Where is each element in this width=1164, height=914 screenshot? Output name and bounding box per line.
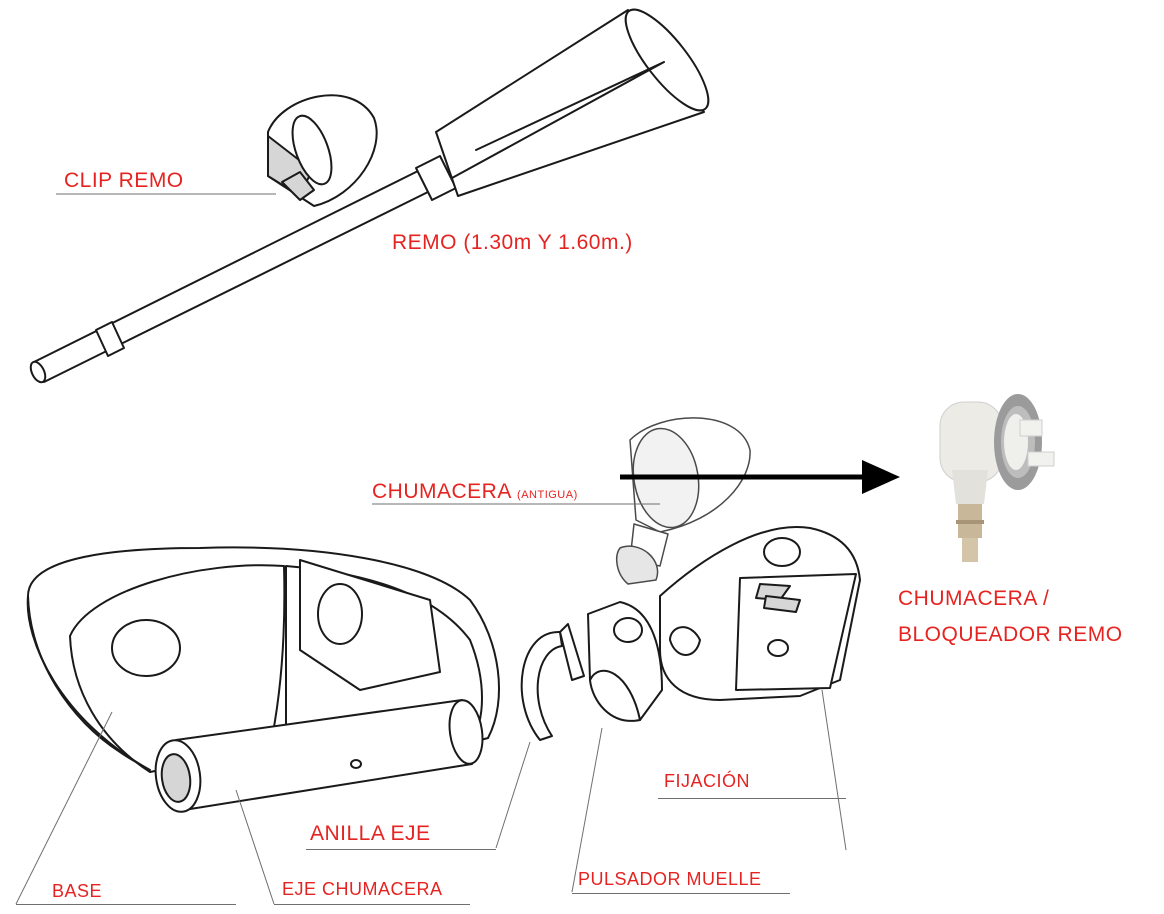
- axle-drawing: [154, 699, 484, 813]
- oar-clip-drawing: [267, 94, 378, 207]
- rule-fijacion: [658, 798, 846, 799]
- leader-lines: [15, 193, 847, 905]
- rule-pulsador-muelle: [572, 893, 790, 894]
- arrow: [620, 460, 900, 494]
- label-fijacion: FIJACIÓN: [664, 771, 751, 791]
- label-chumacera-antigua: CHUMACERA (ANTIGUA): [372, 481, 578, 502]
- new-oarlock-photo: [939, 394, 1055, 562]
- label-remo: REMO (1.30m Y 1.60m.): [392, 231, 633, 254]
- button-drawing: [587, 601, 663, 722]
- label-clip-remo: CLIP REMO: [64, 169, 184, 192]
- rule-eje-chumacera: [274, 904, 470, 905]
- rule-base: [16, 904, 236, 905]
- label-antigua-note: (ANTIGUA): [517, 489, 578, 501]
- label-eje-chumacera: EJE CHUMACERA: [282, 879, 443, 899]
- mount-drawing: [659, 526, 861, 701]
- label-pulsador-muelle: PULSADOR MUELLE: [578, 869, 762, 889]
- label-chumacera: CHUMACERA: [372, 480, 511, 503]
- rule-anilla-eje: [306, 849, 496, 850]
- label-chumacera-bloqueador-2: BLOQUEADOR REMO: [898, 623, 1123, 646]
- oar-drawing: [29, 8, 710, 384]
- label-anilla-eje: ANILLA EJE: [310, 822, 431, 845]
- label-chumacera-bloqueador-1: CHUMACERA /: [898, 587, 1050, 610]
- label-base: BASE: [52, 881, 103, 901]
- ring-drawing: [520, 623, 585, 741]
